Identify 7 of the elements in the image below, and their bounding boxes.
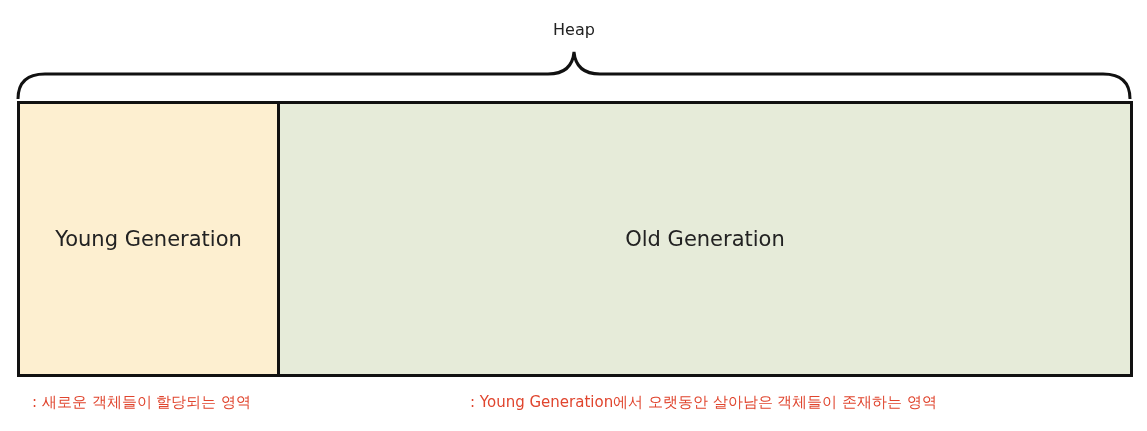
memory-region-box bbox=[277, 101, 1133, 377]
region-title: Young Generation bbox=[55, 227, 242, 251]
heap-label: Heap bbox=[553, 20, 595, 39]
memory-region-box bbox=[17, 101, 280, 377]
region-description: : 새로운 객체들이 할당되는 영역 bbox=[32, 393, 252, 412]
region-title: Old Generation bbox=[625, 227, 785, 251]
region-description: : Young Generation에서 오랫동안 살아남은 객체들이 존재하는 영역 bbox=[470, 393, 937, 412]
